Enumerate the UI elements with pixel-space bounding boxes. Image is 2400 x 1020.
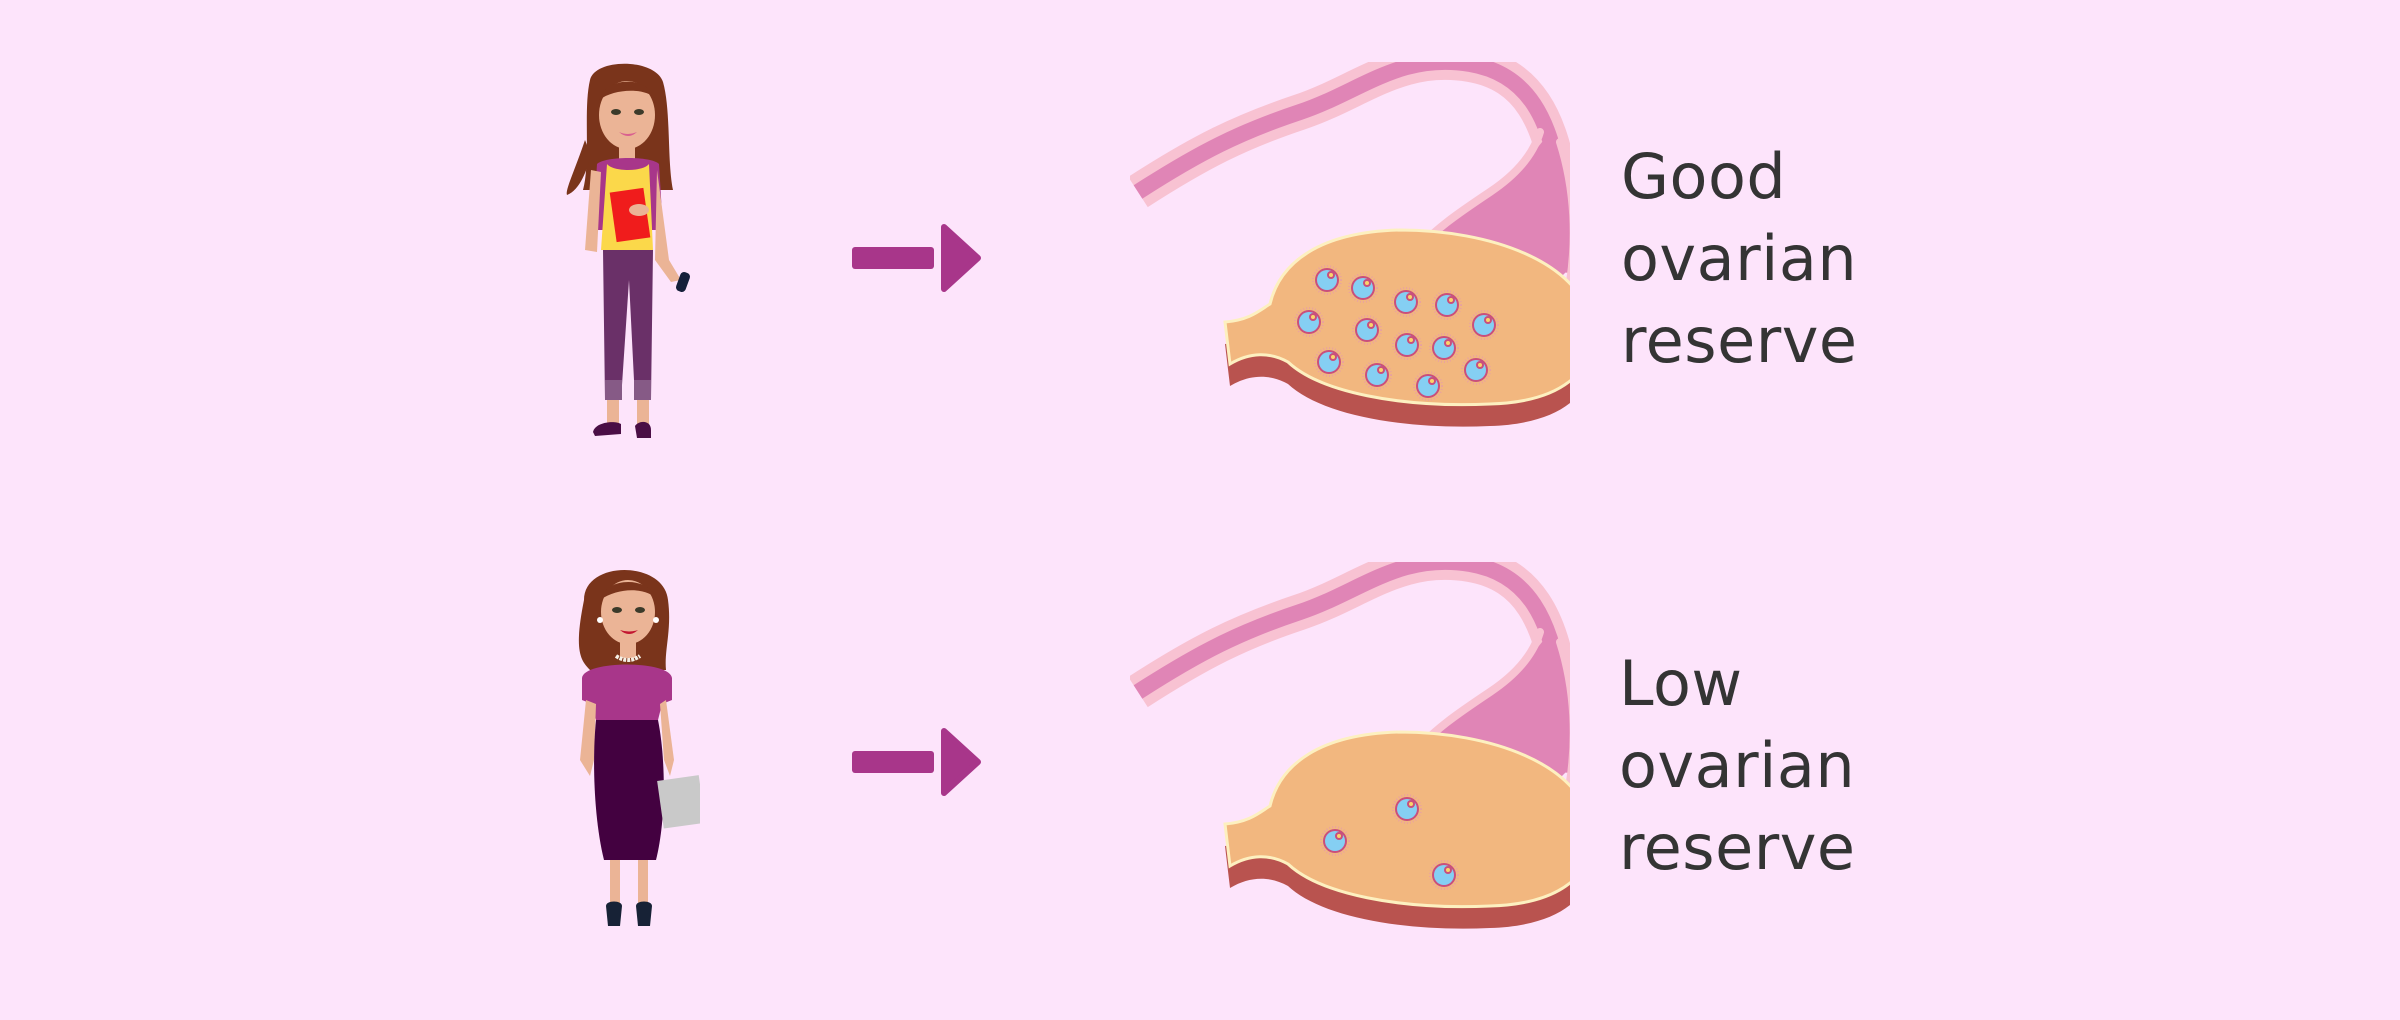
arrow-right-icon — [850, 224, 982, 292]
label-line-3: reserve — [1619, 811, 1856, 884]
label-line-2: ovarian — [1621, 222, 1858, 295]
adult-woman-illustration — [560, 560, 700, 960]
label-line-2: ovarian — [1619, 729, 1856, 802]
row-good-reserve: Good ovarian reserve — [555, 0, 1858, 462]
ovary-with-few-follicles — [1130, 562, 1570, 962]
low-ovarian-reserve-label: Low ovarian reserve — [1619, 643, 1856, 889]
young-woman-illustration — [555, 60, 705, 450]
ovary-with-many-follicles — [1130, 62, 1570, 462]
label-line-1: Low — [1619, 647, 1743, 720]
arrow-right-icon — [850, 728, 982, 796]
label-line-1: Good — [1621, 140, 1787, 213]
row-low-reserve: Low ovarian reserve — [0, 500, 2400, 1010]
good-ovarian-reserve-label: Good ovarian reserve — [1621, 136, 1858, 382]
label-line-3: reserve — [1621, 304, 1858, 377]
